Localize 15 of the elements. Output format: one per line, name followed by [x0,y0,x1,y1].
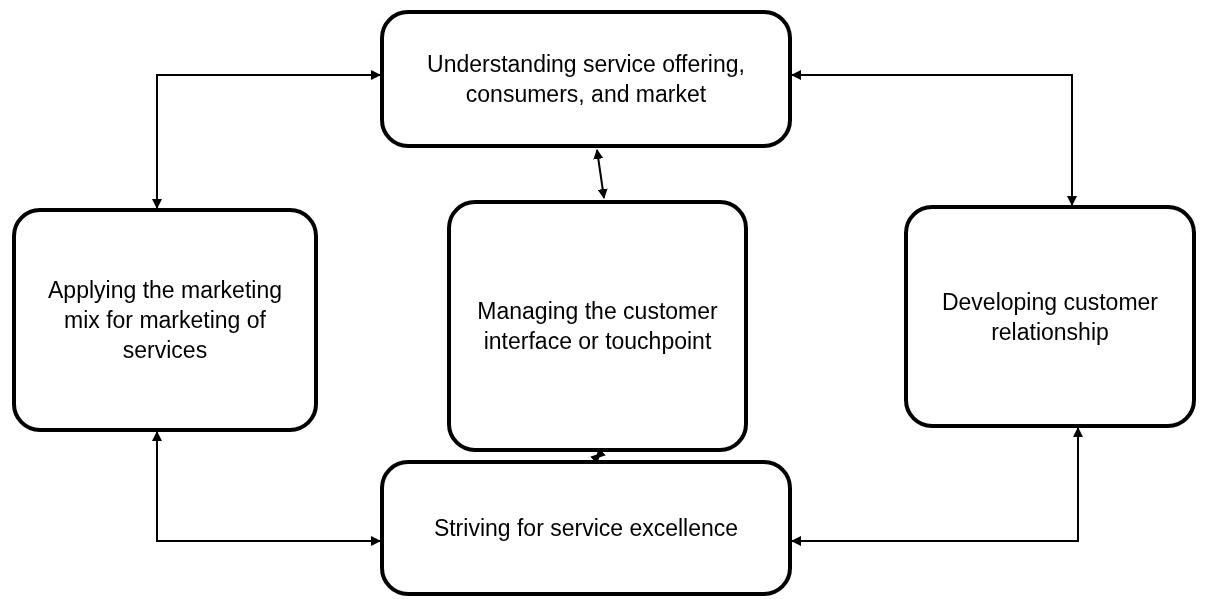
process-box [447,200,748,452]
box-label: Applying the marketing mix for marketing of services [47,276,283,365]
box-label: Developing customer relationship [940,287,1160,347]
process-box [380,10,792,148]
arrow [791,427,1083,546]
box-label: Striving for service excellence [433,514,739,543]
arrow [152,431,381,546]
arrow [152,70,381,209]
box-label: Understanding service offering, consumers, and market [426,50,746,109]
process-box [12,208,318,432]
arrow [791,70,1077,206]
process-box [904,205,1196,428]
process-box [380,460,792,596]
box-label: Managing the customer interface or touchpoint [476,297,719,356]
arrow [593,149,608,199]
